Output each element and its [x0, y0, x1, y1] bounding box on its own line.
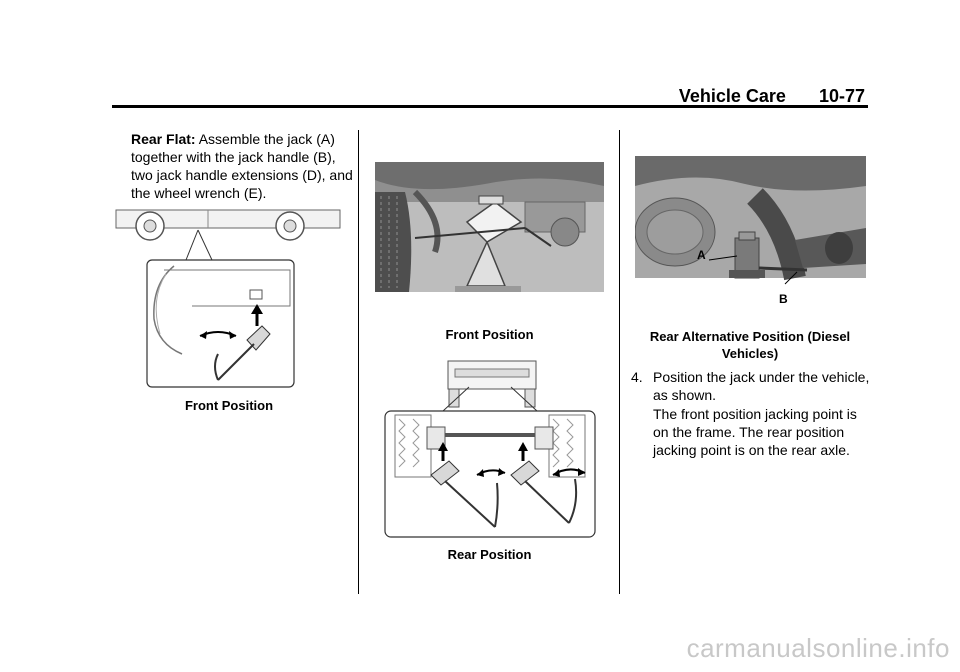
rear-alternative-position-photo: A B: [635, 156, 866, 306]
page-header: Vehicle Care 10-77: [679, 86, 865, 107]
figure-caption-front-position-2: Front Position: [445, 327, 534, 342]
rear-flat-text: Assemble the jack (A) together with the …: [131, 131, 353, 201]
rear-flat-label: Rear Flat:: [131, 131, 196, 147]
page-number: 10-77: [818, 86, 865, 106]
watermark: carmanualsonline.info: [686, 633, 950, 663]
figure-caption-front-position-1: Front Position: [184, 398, 274, 413]
label-a: A: [697, 248, 706, 262]
column-divider-1: [358, 130, 359, 594]
section-title: Vehicle Care: [678, 86, 786, 106]
figure-caption-rear-position: Rear Position: [447, 547, 532, 562]
step-4: 4. Position the jack under the vehicle, …: [631, 368, 881, 408]
header-rule: [112, 105, 868, 108]
jacking-point-paragraph: The front position jacking point is on t…: [653, 406, 857, 458]
rear-flat-paragraph: Rear Flat: Assemble the jack (A) togethe…: [131, 130, 353, 202]
label-b: B: [779, 292, 788, 306]
column-divider-2: [619, 130, 620, 594]
step-number: 4.: [631, 369, 643, 385]
step-text: Position the jack under the vehicle, as …: [653, 369, 870, 403]
front-position-illustration-1: [114, 204, 354, 390]
figure-caption-rear-alternative-position: Rear Alternative Position (Diesel Vehicl…: [649, 329, 851, 361]
rear-position-illustration: [383, 357, 597, 543]
front-position-photo: [375, 162, 604, 292]
